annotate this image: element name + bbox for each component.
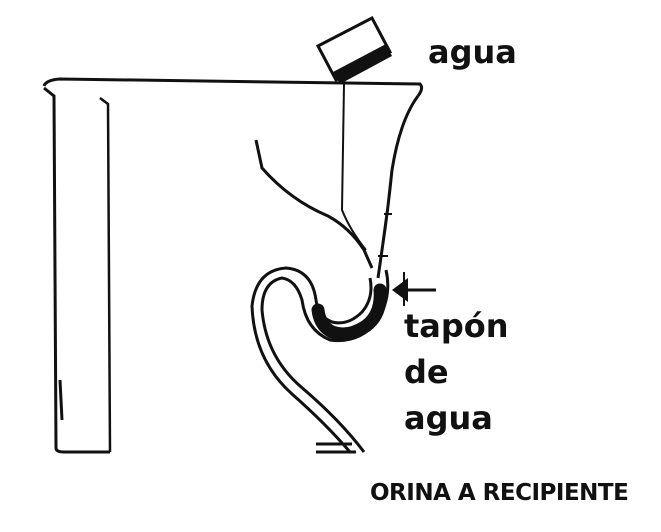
outlet-pipe [316,444,356,452]
bowl-outer-wall [378,96,418,278]
trap-pipe [252,268,388,452]
outlet-label: ORINA A RECIPIENTE [370,482,628,505]
bowl-rim [44,79,422,96]
water-container-icon [318,18,392,84]
water-plug-label-line1: tapón [404,310,509,342]
water-label: agua [428,36,517,68]
water-stream [342,84,366,250]
water-plug-label-line3: agua [404,402,493,434]
bowl-inner-wall [256,140,372,268]
urinal-back-wall [44,88,110,452]
water-plug-label-line2: de [404,356,449,388]
arrow-left-icon [392,272,436,306]
